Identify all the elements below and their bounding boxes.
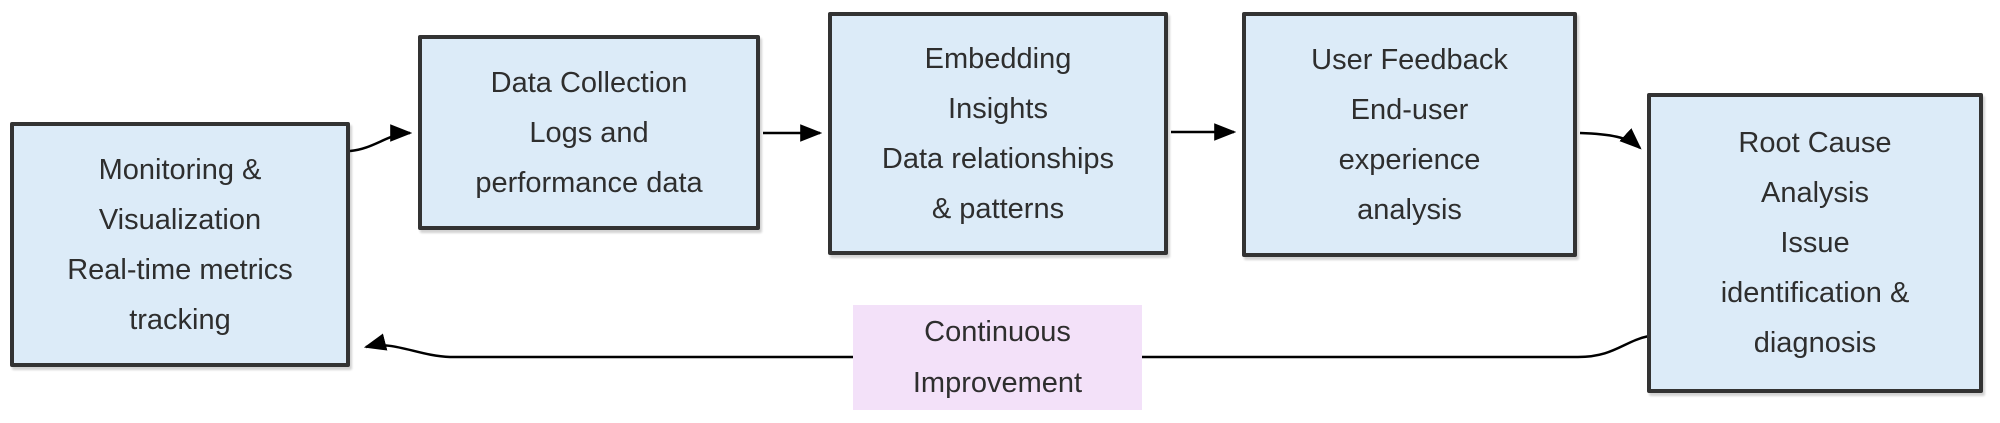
edge-label-continuous-improvement: Continuous Improvement (853, 305, 1142, 410)
node-text-line: Real-time metrics (67, 253, 293, 286)
node-text-line: Data relationships (881, 142, 1115, 175)
node-text-line: End-user (1350, 93, 1469, 126)
edge-label-text-line: Improvement (912, 366, 1083, 399)
node-text-line: User Feedback (1311, 43, 1508, 76)
node-text-line: Issue (1780, 227, 1850, 259)
node-text-line: analysis (1357, 193, 1462, 226)
edge-label-text-line: Continuous (924, 315, 1071, 348)
node-text-line: identification & (1720, 277, 1910, 309)
node-root-cause-analysis: Root Cause Analysis Issue identification… (1647, 93, 1983, 393)
edge-monitoring-to-data-collection (349, 124, 413, 153)
node-embedding-insights: Embedding Insights Data relationships & … (828, 12, 1168, 255)
node-text-line: Data Collection (490, 66, 688, 99)
node-text-line: diagnosis (1753, 327, 1877, 359)
node-data-collection: Data Collection Logs and performance dat… (418, 35, 760, 230)
node-monitoring-visualization: Monitoring & Visualization Real-time met… (10, 122, 350, 367)
node-text-line: Logs and (529, 116, 649, 149)
node-text-line: Visualization (98, 203, 262, 236)
node-text-line: Monitoring & (98, 153, 262, 186)
node-text-line: Insights (948, 92, 1048, 125)
node-text-line: Analysis (1761, 177, 1869, 209)
node-text-line: experience (1338, 143, 1481, 176)
node-text-line: Embedding (924, 42, 1072, 75)
node-text-line: & patterns (931, 192, 1065, 225)
edge-root-cause-to-monitoring-feedback (363, 333, 1650, 359)
edge-user-feedback-to-root-cause (1579, 128, 1642, 150)
node-text-line: tracking (129, 303, 231, 336)
node-user-feedback: User Feedback End-user experience analys… (1242, 12, 1577, 257)
node-text-line: performance data (475, 166, 703, 199)
node-text-line: Root Cause (1738, 127, 1892, 159)
